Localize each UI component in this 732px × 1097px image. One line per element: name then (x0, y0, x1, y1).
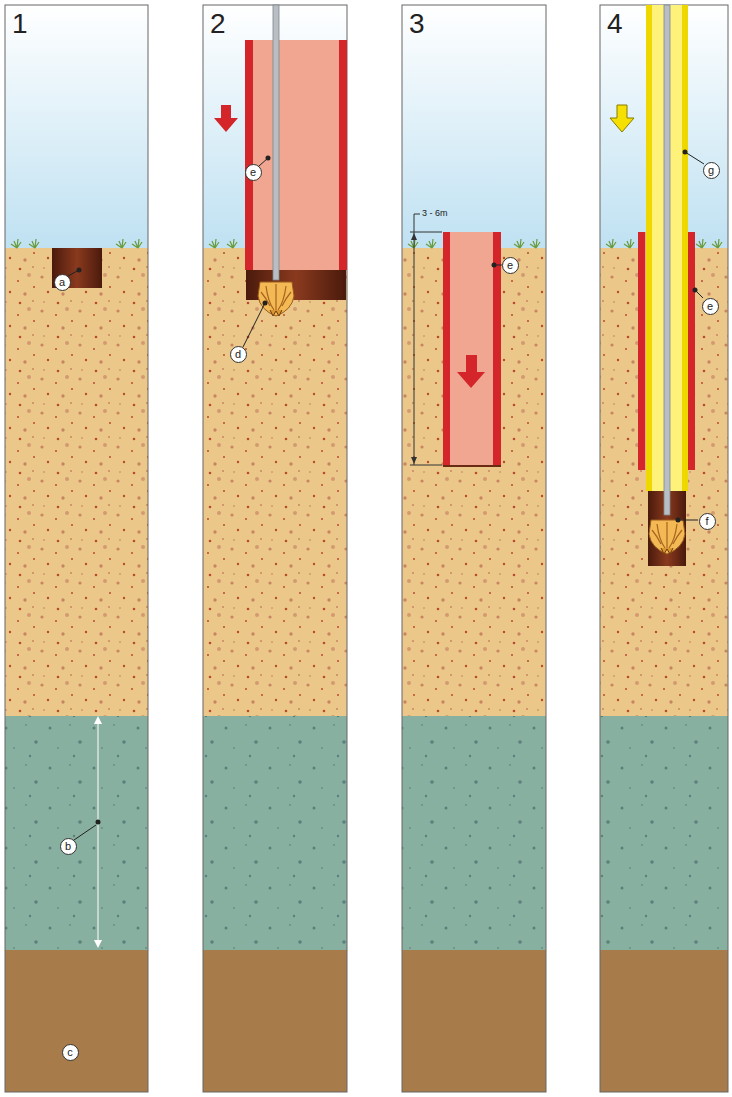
callout-letter: f (705, 516, 708, 527)
callout-circle: e (502, 257, 519, 274)
callout-letter: e (507, 260, 513, 271)
callout-circle: a (54, 274, 71, 291)
dimension-label: 3 - 6m (422, 209, 448, 218)
panel (600, 5, 728, 1092)
callout-circle: g (703, 162, 720, 179)
callout-circle: e (245, 164, 262, 181)
callout-circle: c (62, 1044, 79, 1061)
callout-circle: b (60, 838, 77, 855)
callout-circle: f (699, 513, 716, 530)
step-number: 4 (607, 10, 623, 38)
panel (5, 5, 148, 1092)
panel (402, 5, 546, 1092)
callout-letter: c (67, 1047, 73, 1058)
step-number: 1 (12, 10, 28, 38)
callout-circle: d (230, 346, 247, 363)
step-number: 3 (409, 10, 425, 38)
panel (203, 5, 347, 1092)
callout-letter: d (235, 349, 241, 360)
step-number: 2 (210, 10, 226, 38)
callout-letter: e (707, 301, 713, 312)
callout-letter: a (59, 277, 65, 288)
callout-letter: b (65, 841, 71, 852)
callout-letter: g (708, 165, 714, 176)
callout-letter: e (250, 167, 256, 178)
callout-circle: e (702, 298, 719, 315)
